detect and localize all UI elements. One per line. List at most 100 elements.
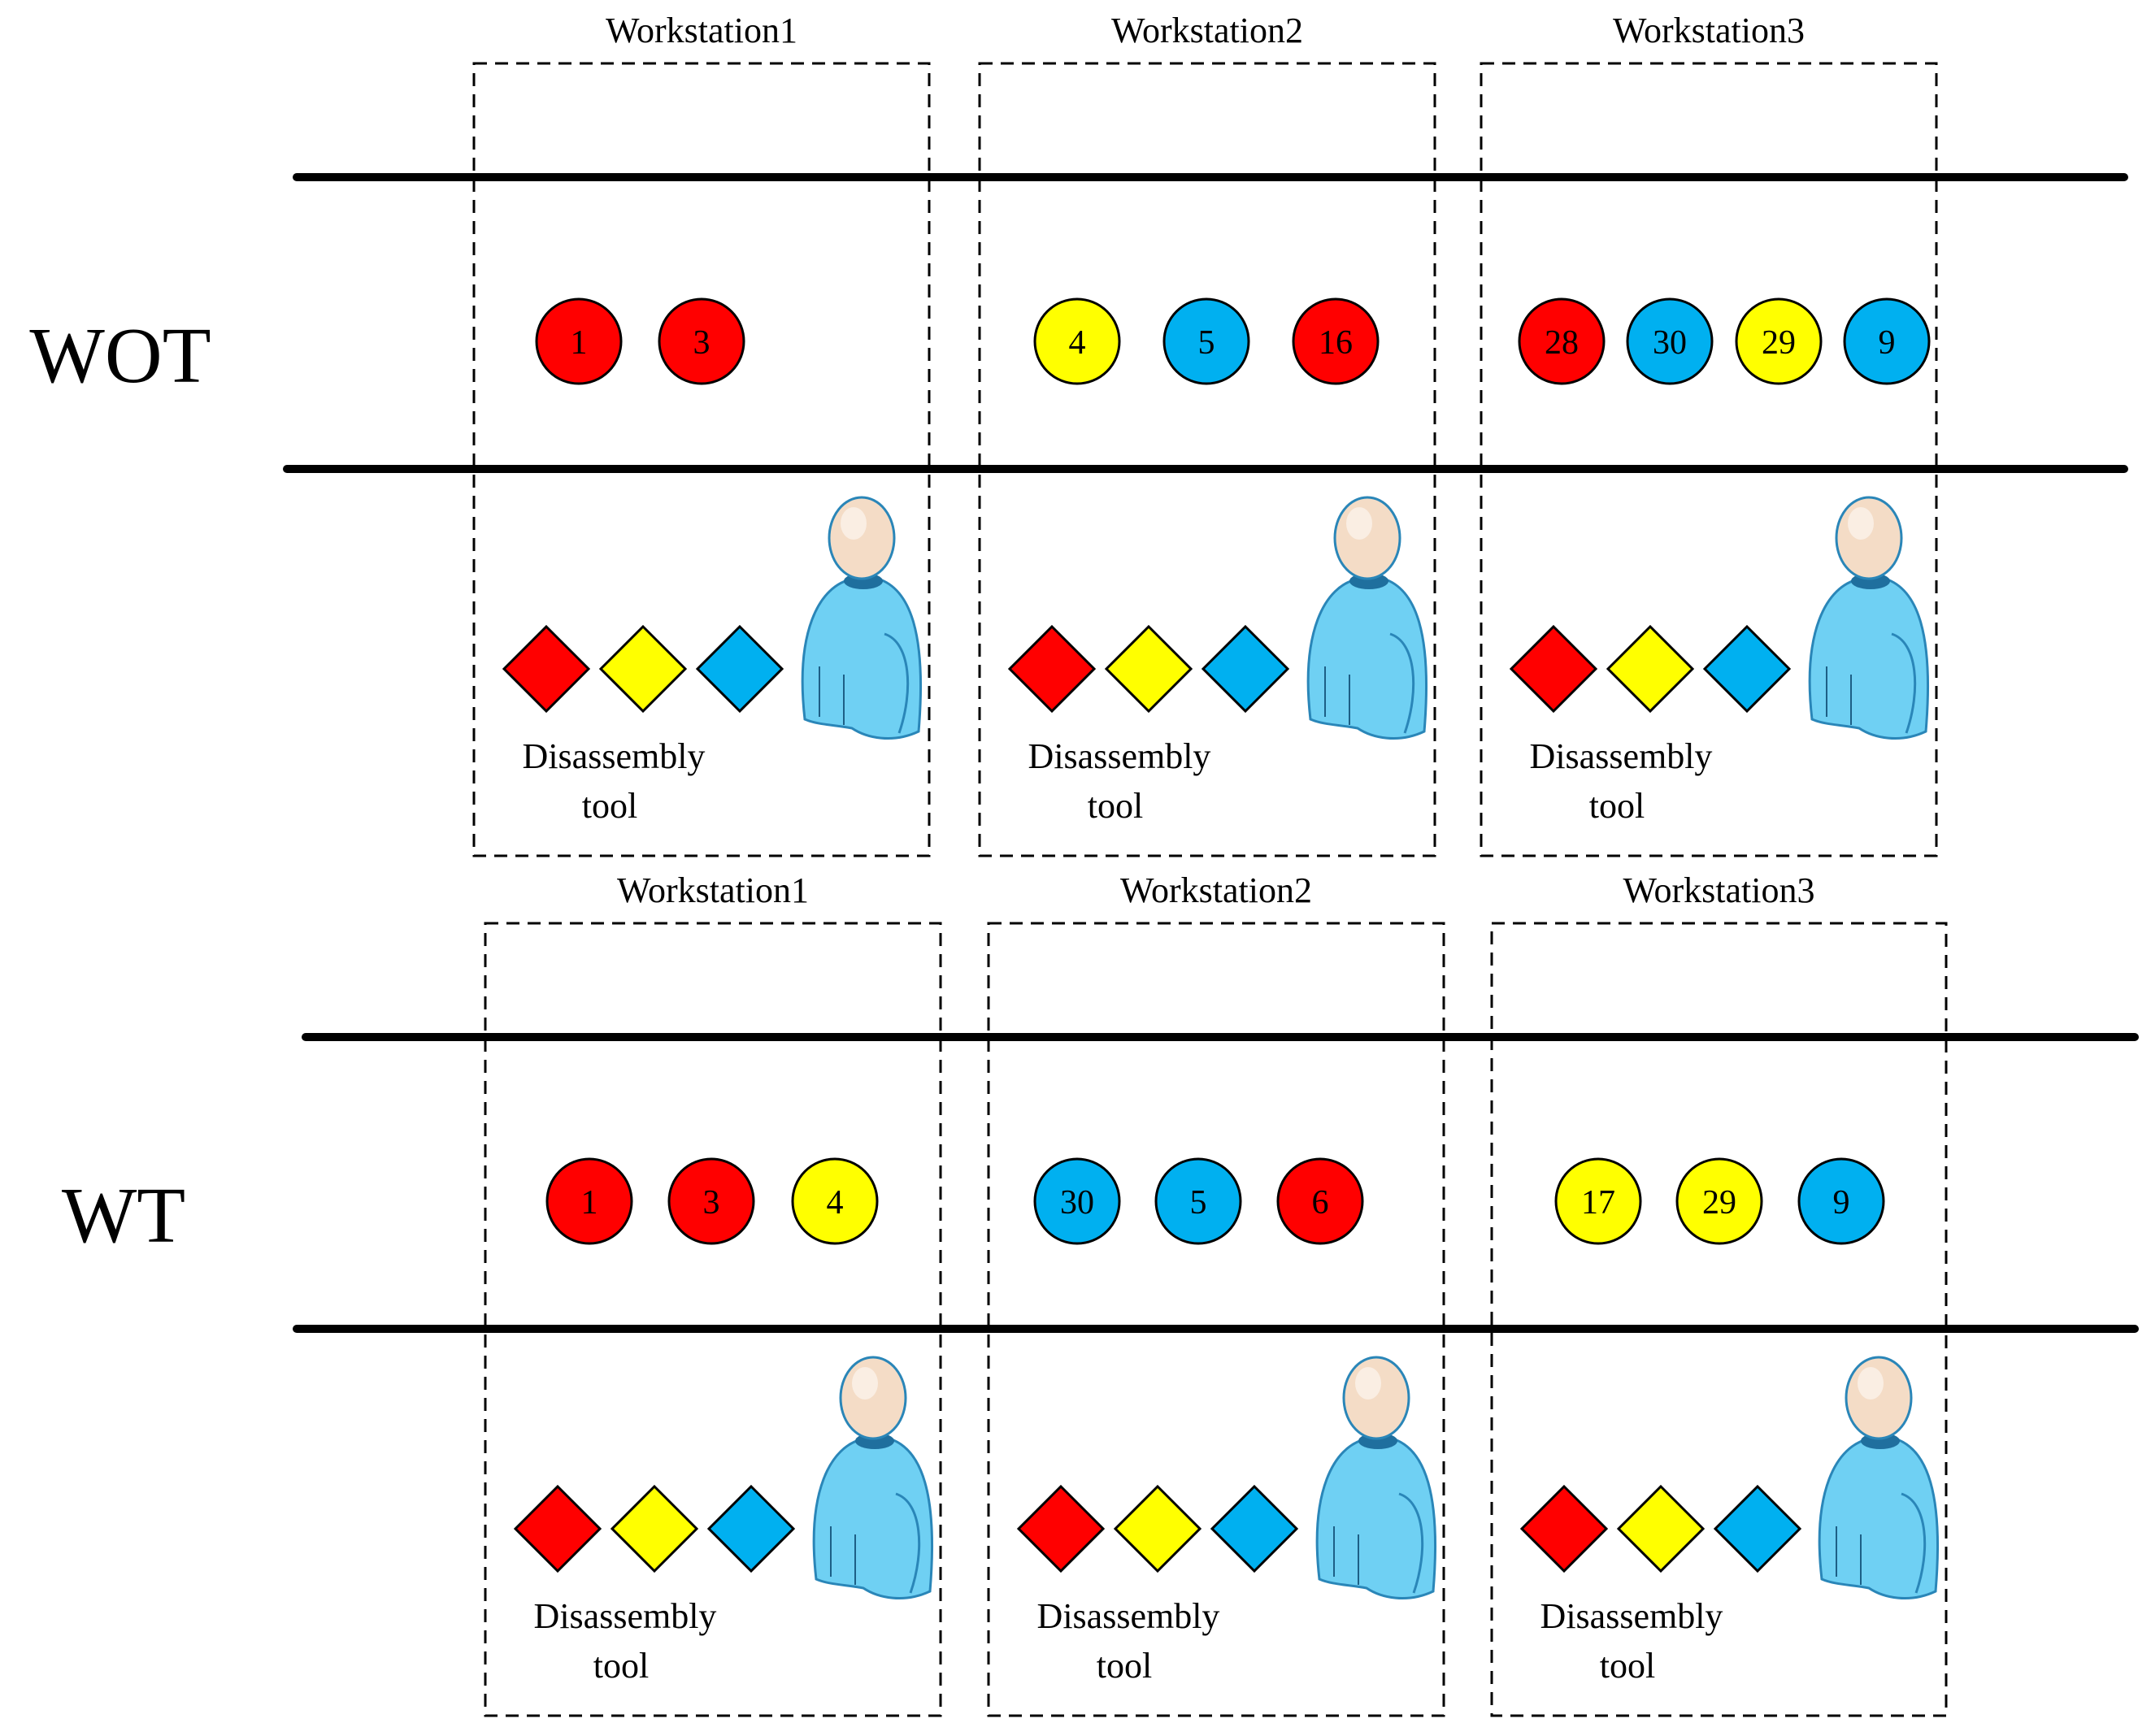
task-node: 5 — [1154, 1157, 1242, 1245]
tool-diamond — [695, 624, 784, 714]
person-head-highlight — [852, 1367, 878, 1400]
task-node: 3 — [658, 297, 745, 385]
task-circle — [535, 297, 623, 385]
person-body — [812, 1437, 933, 1600]
tool-label-line2: tool — [1088, 786, 1143, 826]
task-number: 4 — [827, 1184, 844, 1222]
task-node: 5 — [1162, 297, 1250, 385]
tool-diamond — [1113, 1484, 1202, 1573]
workstation-title: Workstation1 — [617, 870, 809, 910]
tool-label-line2: tool — [593, 1646, 649, 1686]
task-circle — [1518, 297, 1606, 385]
tool-diamond — [1210, 1484, 1299, 1573]
tool-diamond — [1519, 1484, 1609, 1573]
workstation-title: Workstation2 — [1111, 11, 1303, 50]
workstation-title: Workstation3 — [1613, 11, 1805, 50]
task-node: 30 — [1626, 297, 1714, 385]
person-body — [1306, 577, 1427, 740]
task-node: 9 — [1843, 297, 1931, 385]
person-body — [801, 577, 922, 740]
task-number: 6 — [1312, 1184, 1329, 1222]
task-number: 3 — [703, 1184, 720, 1222]
operator-person-icon — [812, 1356, 933, 1600]
task-number: 1 — [571, 324, 588, 362]
task-number: 16 — [1319, 324, 1353, 362]
task-node: 4 — [1033, 297, 1121, 385]
tool-label: Disassembly — [1540, 1596, 1723, 1636]
workstation-box — [1480, 62, 1938, 857]
workstation-box — [472, 62, 931, 857]
operator-person-icon — [801, 496, 922, 740]
person-head — [1845, 1356, 1913, 1440]
tool-label-line2: tool — [1589, 786, 1645, 826]
task-number: 5 — [1190, 1184, 1207, 1222]
person-body — [1818, 1437, 1939, 1600]
task-node: 28 — [1518, 297, 1606, 385]
task-circle — [667, 1157, 755, 1245]
tool-diamond — [1104, 624, 1193, 714]
person-body — [1808, 577, 1929, 740]
task-number: 17 — [1581, 1184, 1615, 1222]
task-node: 6 — [1276, 1157, 1364, 1245]
task-number: 1 — [581, 1184, 598, 1222]
person-head-highlight — [1355, 1367, 1381, 1400]
task-number: 30 — [1060, 1184, 1094, 1222]
tool-diamond — [706, 1484, 796, 1573]
tool-diamond — [502, 624, 591, 714]
task-number: 9 — [1833, 1184, 1850, 1222]
task-circle — [1735, 297, 1823, 385]
person-head-highlight — [841, 507, 867, 540]
task-node: 16 — [1292, 297, 1380, 385]
person-head — [828, 496, 896, 580]
workstation-box — [1490, 922, 1948, 1717]
tool-diamond — [1606, 624, 1695, 714]
task-node: 29 — [1675, 1157, 1763, 1245]
tool-diamond — [1007, 624, 1097, 714]
person-head-highlight — [1858, 1367, 1884, 1400]
person-arm — [1398, 1492, 1424, 1594]
task-circle — [658, 297, 745, 385]
task-circle — [1292, 297, 1380, 385]
person-arm — [1891, 632, 1917, 734]
task-number: 3 — [693, 324, 710, 362]
task-node: 9 — [1797, 1157, 1885, 1245]
person-arm — [895, 1492, 921, 1594]
task-circle — [1033, 1157, 1121, 1245]
task-number: 9 — [1879, 324, 1896, 362]
task-number: 29 — [1762, 324, 1796, 362]
tool-label: Disassembly — [523, 736, 706, 776]
person-arm — [884, 632, 910, 734]
task-node: 4 — [791, 1157, 879, 1245]
task-circle — [791, 1157, 879, 1245]
tool-label-line2: tool — [1600, 1646, 1655, 1686]
tool-label: Disassembly — [1530, 736, 1713, 776]
person-head — [1333, 496, 1401, 580]
task-circle — [1843, 297, 1931, 385]
task-circle — [1154, 1157, 1242, 1245]
operator-person-icon — [1315, 1356, 1436, 1600]
task-node: 3 — [667, 1157, 755, 1245]
tool-label: Disassembly — [1037, 1596, 1220, 1636]
tool-diamond — [513, 1484, 602, 1573]
task-circle — [1162, 297, 1250, 385]
row-label: WOT — [29, 312, 211, 400]
task-node: 1 — [545, 1157, 633, 1245]
row-label: WT — [62, 1172, 185, 1260]
workstation-box — [978, 62, 1436, 857]
task-number: 30 — [1653, 324, 1687, 362]
person-head — [839, 1356, 907, 1440]
task-circle — [1626, 297, 1714, 385]
workstation-box — [987, 922, 1445, 1717]
operator-person-icon — [1818, 1356, 1939, 1600]
task-node: 17 — [1554, 1157, 1642, 1245]
workstation-box — [484, 922, 942, 1717]
workstation-title: Workstation1 — [606, 11, 797, 50]
workstation-title: Workstation3 — [1623, 870, 1815, 910]
task-circle — [1554, 1157, 1642, 1245]
